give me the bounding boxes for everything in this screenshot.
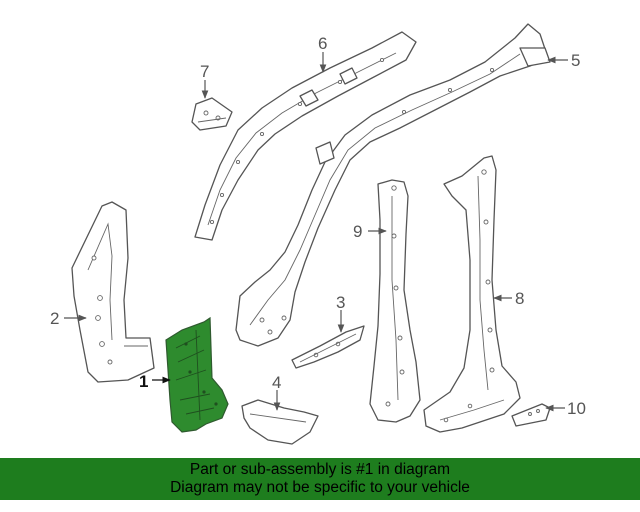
part-1-reinforcement-highlighted[interactable] xyxy=(165,316,229,433)
callout-1: 1 xyxy=(139,372,148,391)
callout-10: 10 xyxy=(567,399,586,418)
callout-6: 6 xyxy=(318,34,327,53)
callout-9: 9 xyxy=(353,222,362,241)
part-9-center-pillar-inner[interactable] xyxy=(369,179,421,423)
callout-2: 2 xyxy=(50,309,59,328)
part-3-reinforcement[interactable] xyxy=(291,325,365,369)
banner-line-1: Part or sub-assembly is #1 in diagram xyxy=(189,461,451,478)
callout-7: 7 xyxy=(200,62,209,81)
part-6-roof-rail[interactable] xyxy=(194,31,417,241)
part-7-bracket[interactable] xyxy=(191,97,233,131)
callout-3: 3 xyxy=(336,293,345,312)
part-10-plate[interactable] xyxy=(511,403,551,427)
callout-5: 5 xyxy=(571,51,580,70)
parts-diagram: 1 2 3 4 5 6 7 8 9 10 xyxy=(50,23,586,445)
part-1-shape[interactable] xyxy=(165,316,229,433)
part-2-hinge-pillar[interactable] xyxy=(71,201,155,383)
callout-4: 4 xyxy=(272,373,281,392)
notice-banner: Part or sub-assembly is #1 in diagram Di… xyxy=(0,458,640,500)
callout-8: 8 xyxy=(515,289,524,308)
part-4-cover[interactable] xyxy=(241,399,319,445)
banner-line-2: Diagram may not be specific to your vehi… xyxy=(170,479,470,496)
part-8-center-pillar-outer[interactable] xyxy=(423,155,521,433)
